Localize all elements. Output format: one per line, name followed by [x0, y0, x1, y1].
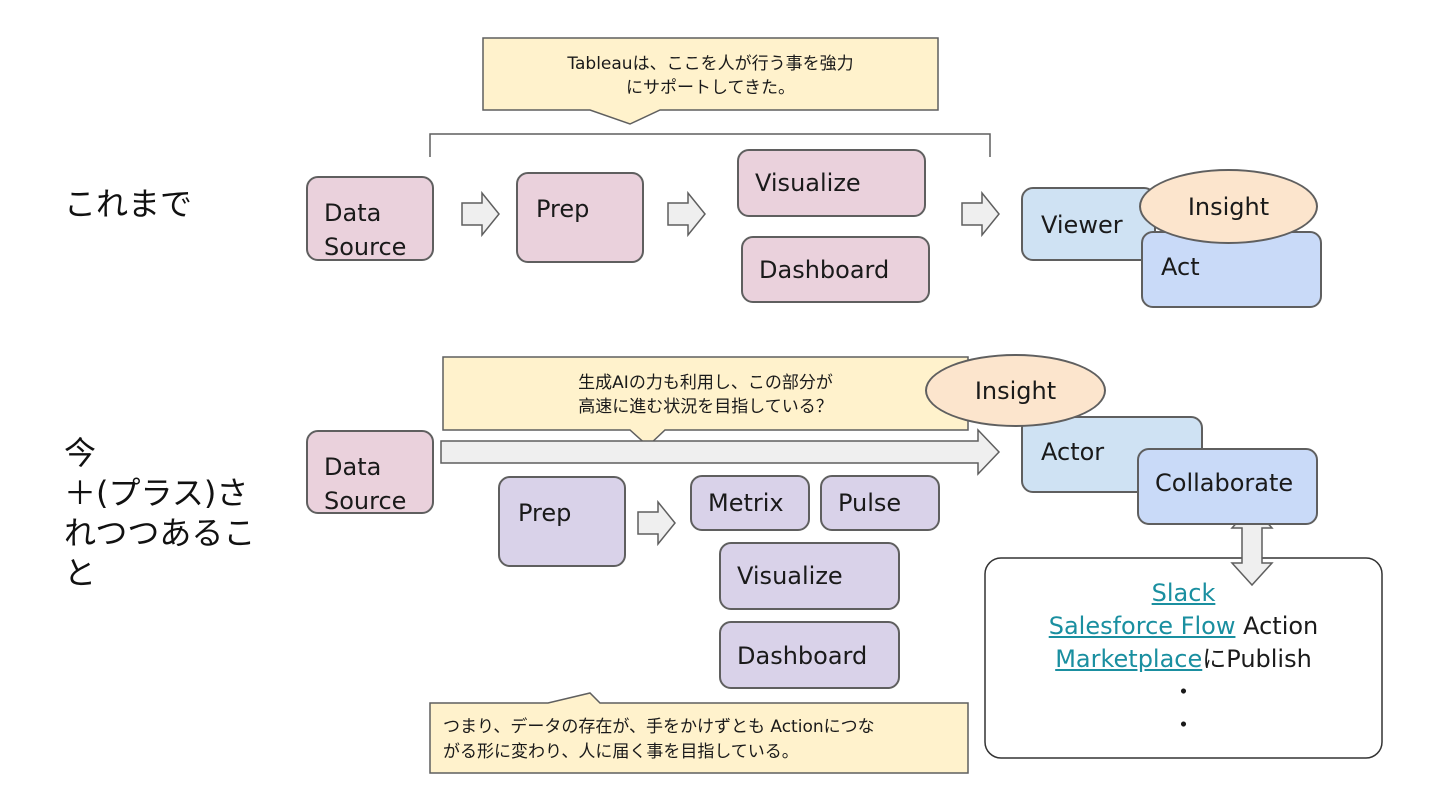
salesforce-flow-link[interactable]: Salesforce Flow — [1048, 612, 1236, 640]
targets-line: Salesforce Flow Action — [985, 610, 1382, 643]
arrow-right-icon — [961, 190, 1000, 238]
visualize-box: Visualize — [737, 149, 926, 217]
collaborate-box: Collaborate — [1137, 448, 1318, 525]
section-label-current: これまで — [64, 185, 193, 223]
action-text: Action — [1243, 612, 1319, 640]
data-source-label-line: Source — [324, 233, 407, 261]
metrix-label: Metrix — [708, 489, 784, 517]
dashboard-label: Dashboard — [759, 256, 890, 284]
prep-label: Prep — [536, 195, 590, 223]
section-label-future: 今 ＋(プラス)さ れつつあるこ と — [64, 433, 255, 593]
dashboard-box: Dashboard — [741, 236, 930, 303]
section-label-line: 今 — [64, 434, 97, 472]
arrow-right-icon — [461, 190, 500, 238]
act-label: Act — [1161, 253, 1200, 281]
arrow-right-icon — [637, 499, 676, 547]
viewer-box: Viewer — [1021, 187, 1156, 261]
visualize-label: Visualize — [737, 562, 843, 590]
bottom-callout-line: 生成AIの力も利用し、この部分が — [578, 373, 833, 393]
bottom-note-line: つまり、データの存在が、手をかけずとも Actionにつな — [443, 717, 875, 737]
prep-box: Prep — [516, 172, 644, 263]
long-arrow-right-icon — [440, 428, 1001, 476]
data-source-box: Data Source — [306, 430, 434, 515]
collaborate-label: Collaborate — [1155, 469, 1294, 497]
insight-label: Insight — [974, 376, 1057, 405]
ellipsis-dot: ・ — [1171, 678, 1196, 706]
top-callout-text: Tableauは、ここを人が行う事を強力 にサポートしてきた。 — [483, 52, 938, 100]
targets-line: Slack — [985, 577, 1382, 610]
prep-label: Prep — [518, 499, 572, 527]
dashboard-box: Dashboard — [719, 621, 900, 689]
targets-list: Slack Salesforce Flow Action Marketplace… — [985, 577, 1382, 742]
viewer-label: Viewer — [1041, 211, 1123, 239]
bottom-note-text: つまり、データの存在が、手をかけずとも Actionにつな がる形に変わり、人に… — [443, 715, 968, 765]
top-bracket — [429, 133, 991, 157]
bottom-note-bubble — [429, 692, 969, 774]
bottom-note-line: がる形に変わり、人に届く事を目指している。 — [443, 742, 799, 762]
slack-link[interactable]: Slack — [1151, 579, 1216, 607]
insight-ellipse-bottom: Insight — [925, 354, 1106, 427]
data-source-label-line: Data — [324, 453, 382, 481]
metrix-box: Metrix — [690, 475, 810, 531]
data-source-label-line: Data — [324, 199, 382, 227]
data-source-label-line: Source — [324, 487, 407, 515]
marketplace-link[interactable]: Marketplace — [1055, 645, 1203, 673]
section-label-line: ＋(プラス)さ — [64, 474, 249, 512]
publish-text: にPublish — [1202, 645, 1312, 673]
dashboard-label: Dashboard — [737, 642, 868, 670]
bottom-callout-line: 高速に進む状況を目指している？ — [578, 397, 833, 417]
pulse-label: Pulse — [838, 489, 902, 517]
top-callout-bubble — [482, 37, 939, 125]
prep-box: Prep — [498, 476, 626, 567]
double-arrow-vertical-icon — [1230, 504, 1274, 587]
arrow-right-icon — [667, 190, 706, 238]
section-label-line: と — [64, 554, 97, 592]
top-callout-line: にサポートしてきた。 — [626, 78, 795, 98]
insight-label: Insight — [1187, 192, 1270, 221]
visualize-box: Visualize — [719, 542, 900, 610]
bottom-callout-text: 生成AIの力も利用し、この部分が 高速に進む状況を目指している？ — [443, 371, 968, 419]
top-callout-line: Tableauは、ここを人が行う事を強力 — [567, 54, 854, 74]
data-source-box: Data Source — [306, 176, 434, 261]
pulse-box: Pulse — [820, 475, 940, 531]
visualize-label: Visualize — [755, 169, 861, 197]
targets-box — [984, 557, 1383, 759]
targets-line: MarketplaceにPublish — [985, 643, 1382, 676]
insight-ellipse-top: Insight — [1139, 169, 1318, 244]
ellipsis-dot: ・ — [1171, 711, 1196, 739]
section-label-line: れつつあるこ — [64, 514, 256, 552]
actor-label: Actor — [1041, 438, 1105, 466]
